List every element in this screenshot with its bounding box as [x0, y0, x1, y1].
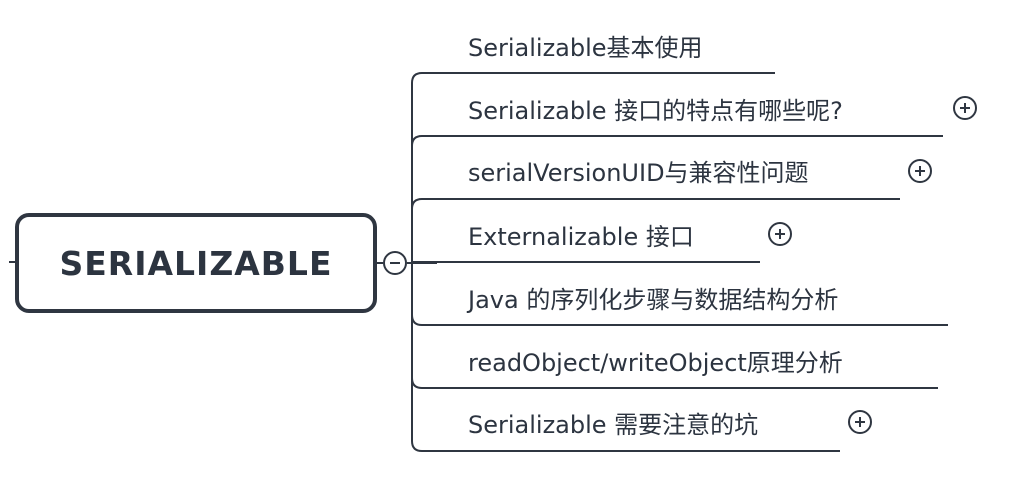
branch-node-read-write-object[interactable]: readObject/writeObject原理分析: [468, 349, 843, 377]
branch-node-serial-version-uid[interactable]: serialVersionUID与兼容性问题: [468, 159, 809, 187]
underline-interface-features: [411, 135, 943, 263]
branch-node-basic-usage[interactable]: Serializable基本使用: [468, 34, 703, 62]
underline-basic-usage: [411, 72, 775, 263]
root-node[interactable]: SERIALIZABLE: [15, 213, 377, 313]
expand-button-pitfalls[interactable]: [848, 410, 872, 434]
expand-button-serial-version-uid[interactable]: [908, 159, 932, 183]
underline-serial-version-uid: [411, 198, 900, 263]
branch-node-interface-features[interactable]: Serializable 接口的特点有哪些呢?: [468, 97, 843, 125]
branch-node-externalizable[interactable]: Externalizable 接口: [468, 223, 694, 251]
root-node-label: SERIALIZABLE: [59, 243, 333, 283]
branch-node-pitfalls[interactable]: Serializable 需要注意的坑: [468, 411, 759, 439]
underline-pitfalls: [411, 263, 840, 452]
expand-button-interface-features[interactable]: [953, 96, 977, 120]
collapse-toggle-button[interactable]: [383, 251, 407, 275]
expand-button-externalizable[interactable]: [768, 222, 792, 246]
branch-node-serialization-steps[interactable]: Java 的序列化步骤与数据结构分析: [468, 286, 839, 314]
